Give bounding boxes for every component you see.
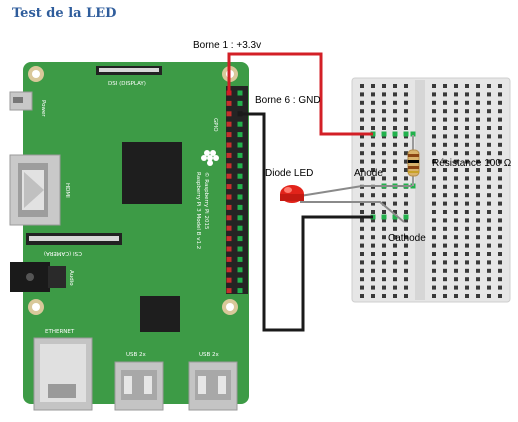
cathode-label: Cathode	[388, 233, 426, 244]
anode-wire	[299, 185, 412, 197]
copyright-label: © Raspberry Pi 2015	[203, 172, 210, 230]
resistor	[407, 135, 420, 186]
page-title: Test de la LED	[12, 6, 117, 21]
raspberry-pi-board: DSI (DISPLAY) Power HDMI Raspberry Pi 3 …	[9, 62, 249, 411]
csi-label: CSI (CAMERA)	[44, 250, 82, 256]
usb-port-left: USB 2x	[114, 352, 164, 411]
usb-label-right: USB 2x	[199, 352, 220, 358]
hdmi-label: HDMI	[64, 183, 70, 198]
breadboard	[351, 77, 511, 303]
gpio-label: GPIO	[212, 118, 218, 132]
pin1-label: Borne 1 : +3.3v	[193, 40, 261, 51]
audio-label: Audio	[68, 270, 74, 286]
led-label: Diode LED	[265, 168, 313, 179]
ethernet-label: ETHERNET	[45, 329, 75, 335]
gpio-header	[226, 86, 248, 294]
dsi-connector: DSI (DISPLAY)	[96, 66, 162, 87]
usb-port-right: USB 2x	[188, 352, 238, 411]
breadboard-holes	[360, 84, 502, 298]
anode-label: Anode	[354, 168, 383, 179]
resistor-label: Résistance 100 Ω	[432, 158, 512, 169]
usb-controller-chip	[140, 296, 180, 332]
hdmi-connector: HDMI	[9, 154, 70, 226]
ethernet-port: ETHERNET	[33, 329, 93, 411]
raspberry-logo-icon	[201, 150, 219, 166]
power-label: Power	[40, 100, 46, 117]
led-icon	[280, 185, 304, 203]
mounting-holes	[28, 66, 238, 315]
usb-label-left: USB 2x	[126, 352, 147, 358]
model-label: Raspberry Pi 3 Model B v1.2	[195, 172, 201, 249]
cathode-wire	[300, 201, 405, 223]
soc-chip	[122, 142, 182, 204]
pin6-label: Borne 6 : GND	[255, 95, 321, 106]
power-connector: Power	[9, 91, 46, 117]
power-wire	[227, 52, 373, 136]
csi-connector: CSI (CAMERA)	[26, 233, 122, 256]
audio-jack: Audio	[10, 262, 74, 292]
dsi-label: DSI (DISPLAY)	[108, 81, 146, 87]
ground-wire	[240, 112, 373, 332]
